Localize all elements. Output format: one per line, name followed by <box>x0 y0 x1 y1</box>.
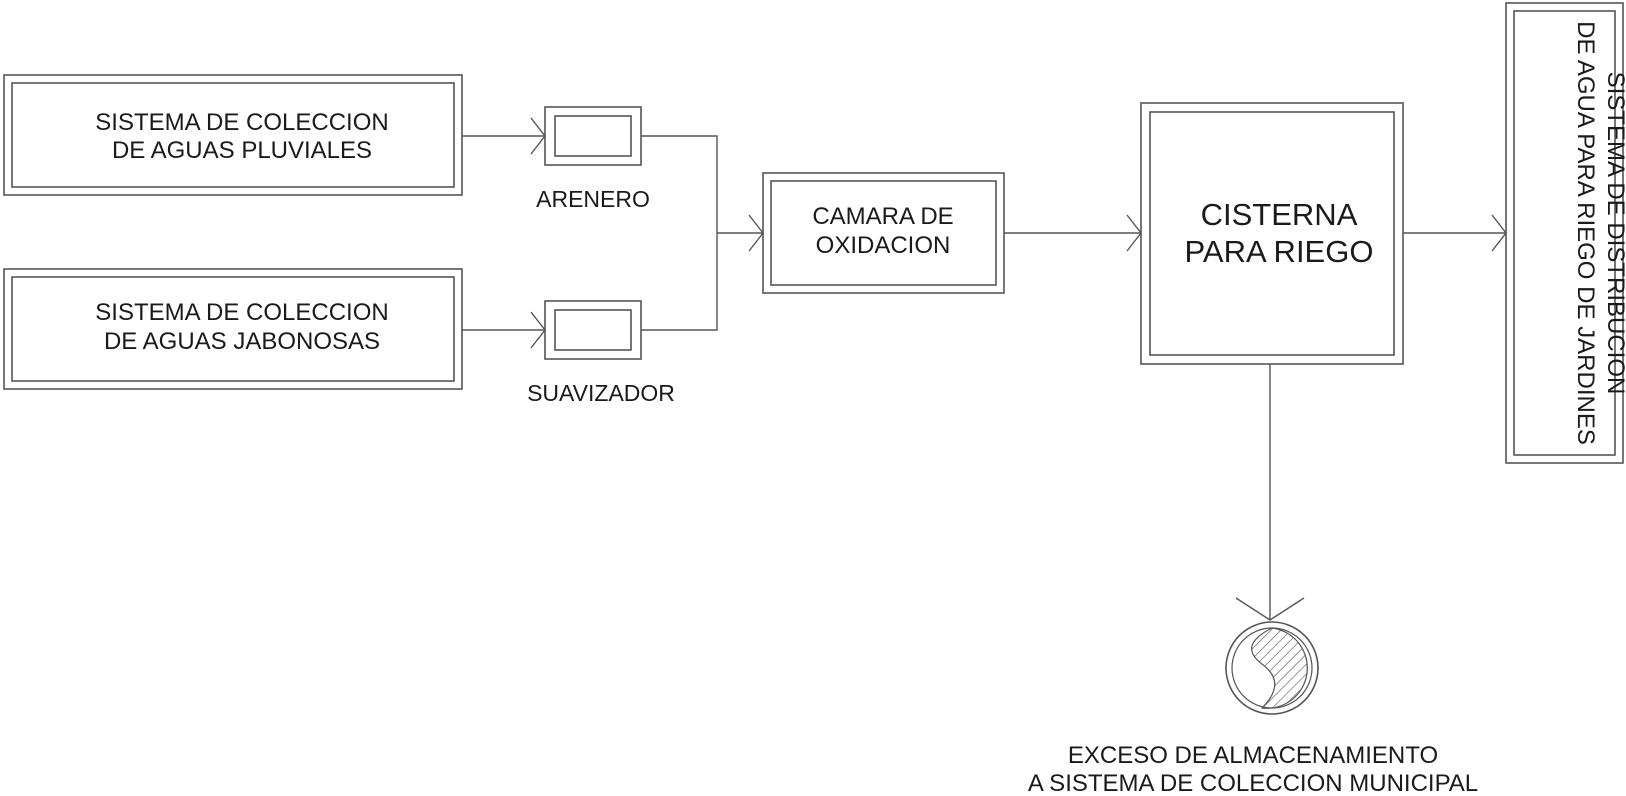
connector-jabonosas-suavizador <box>462 311 546 349</box>
pluviales-box: SISTEMA DE COLECCION DE AGUAS PLUVIALES <box>3 74 463 196</box>
pluviales-line1: SISTEMA DE COLECCION <box>95 109 388 136</box>
cisterna-line1: CISTERNA <box>1201 197 1358 232</box>
connector-merge-camara <box>641 135 764 331</box>
connector-cisterna-drain <box>1235 364 1305 621</box>
camara-line2: OXIDACION <box>816 232 951 259</box>
camara-box: CAMARA DE OXIDACION <box>762 172 1005 294</box>
cisterna-box: CISTERNA PARA RIEGO <box>1140 102 1404 365</box>
connector-pluviales-arenero <box>462 117 546 155</box>
arenero-label: ARENERO <box>536 186 650 212</box>
arenero-box <box>544 106 642 166</box>
camara-line1: CAMARA DE <box>812 203 953 230</box>
jabonosas-box: SISTEMA DE COLECCION DE AGUAS JABONOSAS <box>3 268 463 390</box>
suavizador-label: SUAVIZADOR <box>527 380 675 406</box>
distribucion-box: DE AGUA PARA RIEGO DE JARDINES SISTEMA D… <box>1505 2 1626 464</box>
cisterna-line2: PARA RIEGO <box>1185 234 1374 269</box>
distribucion-line1: SISTEMA DE DISTRIBUCION <box>1602 72 1626 395</box>
pluviales-line2: DE AGUAS PLUVIALES <box>112 137 372 164</box>
suavizador-box <box>544 300 642 360</box>
jabonosas-line1: SISTEMA DE COLECCION <box>95 299 388 326</box>
exceso-line1: EXCESO DE ALMACENAMIENTO <box>1068 742 1438 769</box>
exceso-line2: A SISTEMA DE COLECCION MUNICIPAL <box>1028 770 1478 796</box>
distribucion-line2: DE AGUA PARA RIEGO DE JARDINES <box>1572 21 1599 445</box>
connector-camara-cisterna <box>1004 214 1142 252</box>
connector-cisterna-distribucion <box>1403 214 1507 252</box>
jabonosas-line2: DE AGUAS JABONOSAS <box>104 328 380 355</box>
drain-symbol <box>1225 621 1319 715</box>
